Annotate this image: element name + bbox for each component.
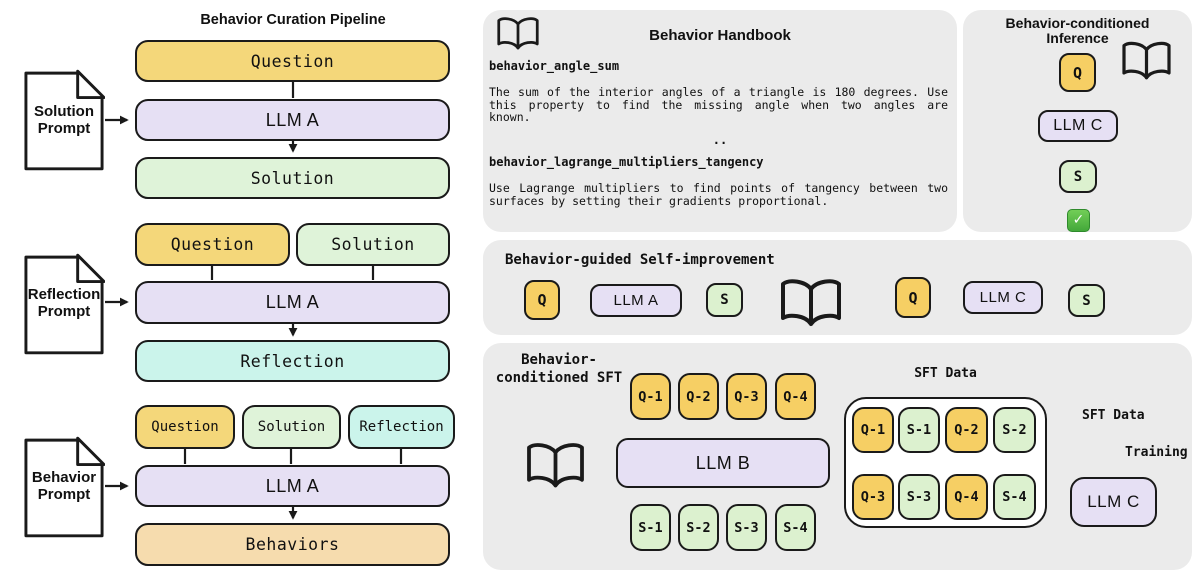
- sft-s4-box: S-4: [775, 504, 816, 551]
- stage3-question-box: Question: [135, 405, 235, 449]
- reflection-prompt-doc-icon: [24, 253, 105, 355]
- stage2-solution-box: Solution: [296, 223, 450, 266]
- sft-data-q4: Q-4: [945, 474, 988, 520]
- sft-q1-box: Q-1: [630, 373, 671, 420]
- selfimp-book-icon: [781, 279, 841, 326]
- sft-s3-box: S-3: [726, 504, 767, 551]
- behavior-prompt-doc-icon: [24, 436, 105, 538]
- training-llm-c-box: LLM C: [1070, 477, 1157, 527]
- behavior-handbook-panel: [483, 10, 957, 232]
- sft-q4-box: Q-4: [775, 373, 816, 420]
- stage3-solution-box: Solution: [242, 405, 341, 449]
- solution-prompt-doc-icon: [24, 69, 105, 171]
- behavior-prompt-label: Behavior Prompt: [31, 469, 97, 503]
- sft-data-s2: S-2: [993, 407, 1036, 453]
- stage3-reflection-box: Reflection: [348, 405, 455, 449]
- sft-title: Behavior- conditioned SFT: [495, 352, 623, 386]
- handbook-entry1-name: behavior_angle_sum: [489, 59, 620, 73]
- stage1-solution-box: Solution: [135, 157, 450, 199]
- curation-pipeline-title: Behavior Curation Pipeline: [200, 12, 386, 28]
- stage1-llm-a-box: LLM A: [135, 99, 450, 141]
- sft-s2-box: S-2: [678, 504, 719, 551]
- inference-llm-c-box: LLM C: [1038, 110, 1118, 142]
- sft-q3-box: Q-3: [726, 373, 767, 420]
- stage3-behaviors-box: Behaviors: [135, 523, 450, 566]
- stage3-llm-a-box: LLM A: [135, 465, 450, 507]
- stage2-llm-a-box: LLM A: [135, 281, 450, 324]
- stage2-reflection-box: Reflection: [135, 340, 450, 382]
- selfimp-llm-c-box: LLM C: [963, 281, 1043, 314]
- sft-data-s4: S-4: [993, 474, 1036, 520]
- stage1-question-box: Question: [135, 40, 450, 82]
- training-arrow-label: Training: [1125, 445, 1188, 460]
- sft-data-s3: S-3: [898, 474, 940, 520]
- handbook-entry2-name: behavior_lagrange_multipliers_tangency: [489, 155, 764, 169]
- selfimp-llm-a-box: LLM A: [590, 284, 682, 317]
- handbook-entry2-text: Use Lagrange multipliers to find points …: [489, 181, 948, 208]
- sft-data-q1: Q-1: [852, 407, 894, 453]
- self-improvement-title: Behavior-guided Self-improvement: [505, 252, 775, 268]
- selfimp-s1-box: S: [706, 283, 743, 317]
- inference-s-box: S: [1059, 160, 1097, 193]
- handbook-entry1-text: The sum of the interior angles of a tria…: [489, 85, 948, 125]
- handbook-book-icon: [497, 17, 539, 50]
- check-mark-icon: ✓: [1067, 209, 1090, 232]
- training-sft-data-label: SFT Data: [1082, 408, 1145, 423]
- sft-data-q3: Q-3: [852, 474, 894, 520]
- inference-title: Behavior-conditioned Inference: [1005, 15, 1150, 46]
- stage2-question-box: Question: [135, 223, 290, 266]
- behavior-conditioned-sft-panel: [483, 343, 1192, 570]
- inference-q-box: Q: [1059, 53, 1096, 92]
- sft-book-icon: [527, 443, 584, 488]
- reflection-prompt-label: Reflection Prompt: [27, 286, 101, 320]
- sft-data-q2: Q-2: [945, 407, 988, 453]
- handbook-separator: ..: [712, 133, 728, 147]
- inference-book-icon: [1122, 41, 1171, 80]
- solution-prompt-label: Solution Prompt: [34, 103, 94, 137]
- sft-q2-box: Q-2: [678, 373, 719, 420]
- handbook-title: Behavior Handbook: [649, 27, 791, 44]
- selfimp-q1-box: Q: [524, 280, 560, 320]
- sft-llm-b-box: LLM B: [616, 438, 830, 488]
- sft-data-title: SFT Data: [914, 366, 977, 381]
- selfimp-s2-box: S: [1068, 284, 1105, 317]
- sft-s1-box: S-1: [630, 504, 671, 551]
- sft-data-s1: S-1: [898, 407, 940, 453]
- selfimp-q2-box: Q: [895, 277, 931, 318]
